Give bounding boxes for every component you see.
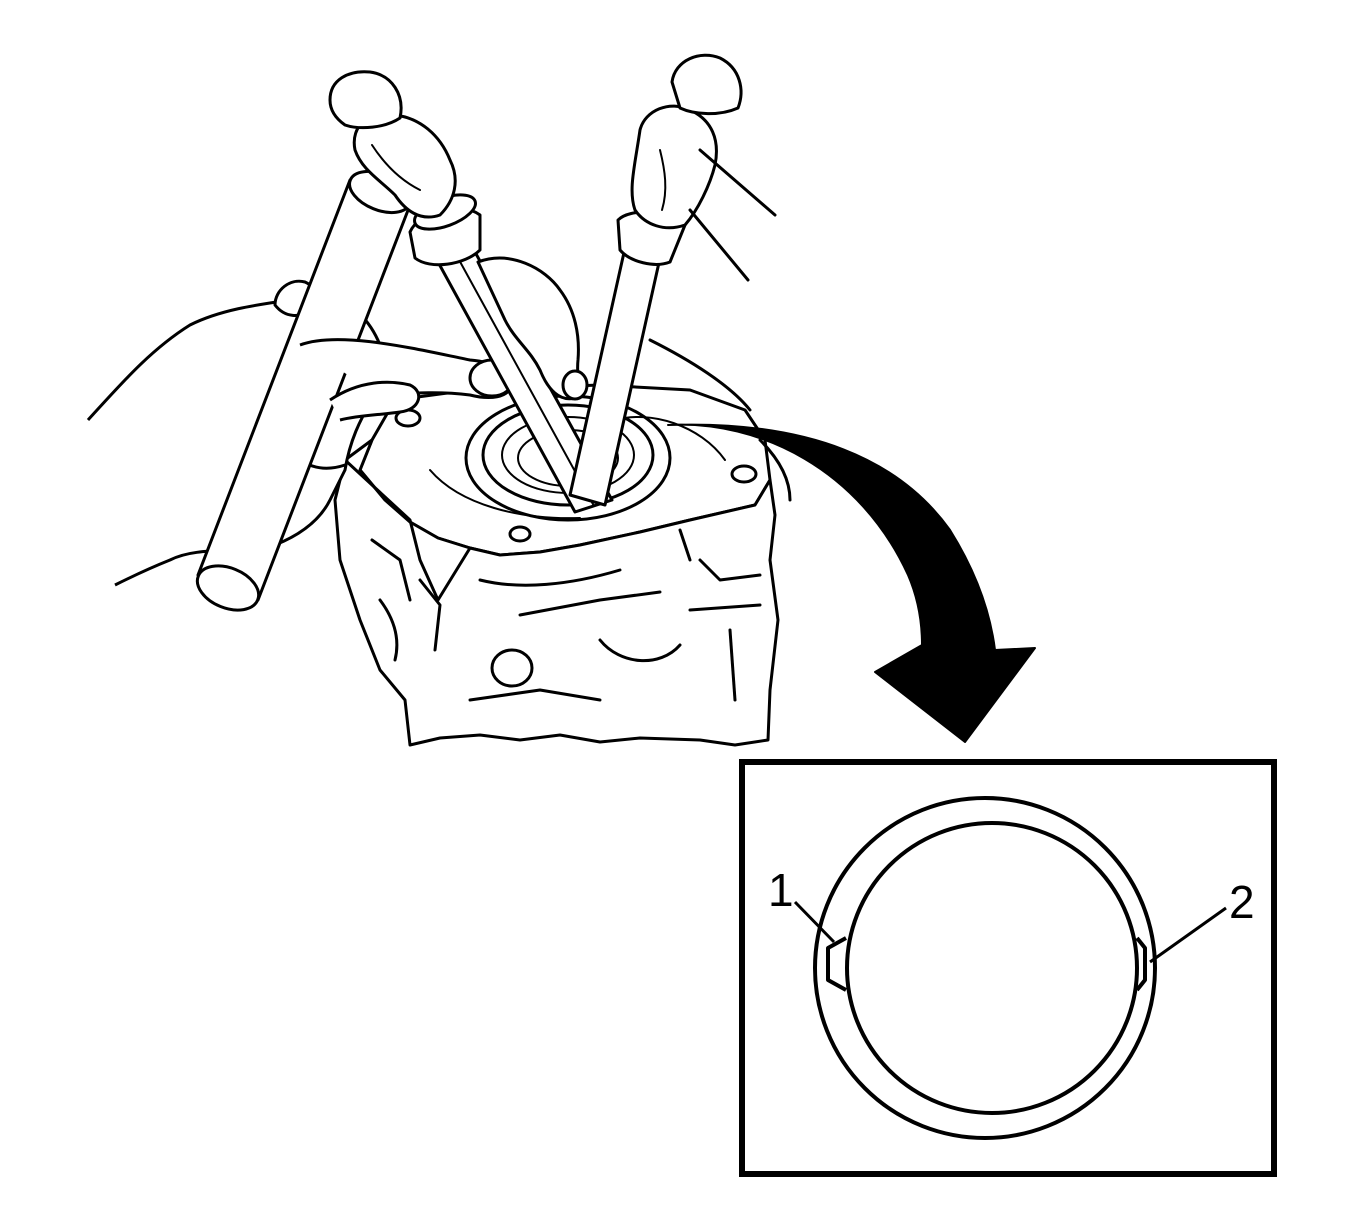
snap-ring-outer bbox=[813, 796, 1157, 1140]
right-punch-tool bbox=[568, 53, 777, 507]
ring-end-left bbox=[826, 936, 847, 992]
snap-ring-inner bbox=[845, 821, 1139, 1115]
middle-punch-tool bbox=[328, 70, 614, 514]
callout-label-2: 2 bbox=[1229, 876, 1255, 928]
ring-end-right bbox=[1135, 936, 1147, 992]
leader-line-2 bbox=[1149, 906, 1227, 964]
callout-label-1: 1 bbox=[768, 864, 794, 916]
inset-frame bbox=[739, 759, 1277, 1177]
leader-line-1 bbox=[793, 900, 836, 944]
right-hand bbox=[476, 256, 589, 401]
curved-arrow bbox=[667, 423, 1036, 743]
transmission-case bbox=[333, 338, 792, 747]
inset-detail: 1 2 bbox=[739, 759, 1277, 1177]
